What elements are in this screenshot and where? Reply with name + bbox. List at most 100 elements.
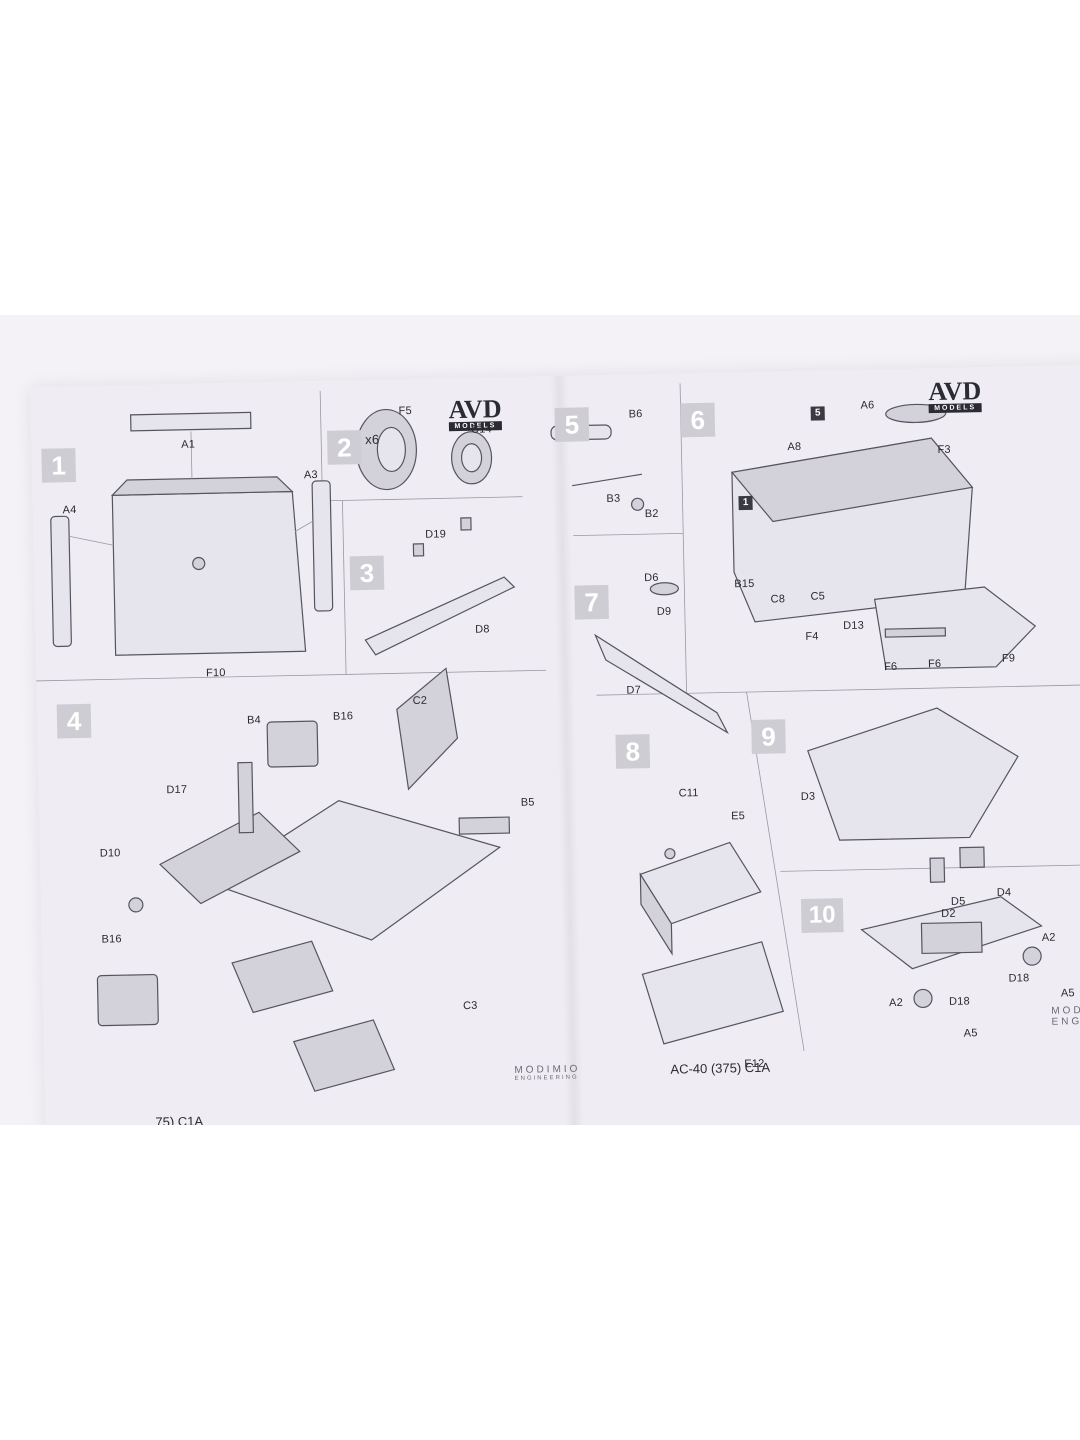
label-b15: B15 <box>734 577 755 591</box>
label-d4: D4 <box>996 886 1012 899</box>
label-f9: F9 <box>1001 652 1016 665</box>
part-b4 <box>237 761 254 834</box>
part-d4 <box>959 846 985 869</box>
label-f3: F3 <box>937 443 951 457</box>
part-a3 <box>311 480 334 612</box>
label-d10: D10 <box>99 847 121 860</box>
label-a6: A6 <box>860 399 875 412</box>
step-number-5: 5 <box>554 407 590 443</box>
hub-center <box>460 443 483 473</box>
part-d18b <box>1022 946 1042 966</box>
label-d9: D9 <box>656 605 672 618</box>
label-c14: C14 <box>470 423 492 436</box>
label-c11: C11 <box>678 787 699 800</box>
model-code: AC-40 (375) C1A <box>670 1059 771 1077</box>
part-b16-seat <box>266 720 319 768</box>
part-d3 <box>807 707 1019 841</box>
part-interior-tray <box>231 940 334 1014</box>
label-f6-a: F6 <box>883 660 898 674</box>
label-a3: A3 <box>303 468 318 482</box>
step-number-6: 6 <box>680 402 716 438</box>
modimio-brand-partial: MODI ENGIN <box>1051 1004 1080 1028</box>
tire-rim <box>376 426 406 473</box>
step-number-4: 4 <box>56 703 92 739</box>
label-d6: D6 <box>644 571 659 585</box>
e5-side <box>639 872 673 956</box>
part-b16-seat-b <box>96 973 159 1027</box>
part-f10-frame <box>111 490 307 656</box>
part-a1 <box>129 411 252 432</box>
multiplier-label: x6 <box>365 431 380 447</box>
part-e12-tray <box>641 941 784 1045</box>
part-d5 <box>929 857 946 883</box>
label-e5: E5 <box>731 810 746 823</box>
part-b3 <box>572 473 643 487</box>
label-f4: F4 <box>805 630 819 643</box>
divider-line <box>573 532 684 537</box>
label-d18-right: D18 <box>1008 972 1030 985</box>
substep-ref-5: 5 <box>810 406 825 421</box>
part-d18 <box>913 988 933 1009</box>
substep-ref-1: 1 <box>738 495 753 511</box>
part-d10 <box>128 897 144 913</box>
part-a4 <box>50 515 72 648</box>
part-frame-top <box>110 476 294 496</box>
divider-line <box>342 500 347 675</box>
label-a2-right: A2 <box>1041 931 1056 944</box>
divider-line <box>322 496 523 502</box>
part-f9-hood <box>873 586 1037 670</box>
label-f5: F5 <box>398 405 412 418</box>
part-d7 <box>594 633 729 735</box>
label-b4: B4 <box>246 714 262 727</box>
label-c2: C2 <box>412 694 428 708</box>
cab-roof <box>730 437 974 523</box>
label-c5: C5 <box>810 590 826 603</box>
divider-line <box>36 669 547 682</box>
part-c3-floor <box>209 799 502 941</box>
part-d6 <box>649 582 679 596</box>
step-number-8: 8 <box>615 734 651 769</box>
label-b16-lower: B16 <box>101 933 122 946</box>
label-d17: D17 <box>166 783 188 797</box>
part-d19b <box>460 517 472 531</box>
step-number-3: 3 <box>349 555 385 591</box>
part-c11 <box>664 848 676 860</box>
label-d5: D5 <box>950 895 966 908</box>
label-a5-right: A5 <box>1060 987 1075 1000</box>
label-a1: A1 <box>181 438 196 451</box>
label-a5-left: A5 <box>963 1027 978 1040</box>
step-number-10: 10 <box>800 898 844 933</box>
label-b6: B6 <box>628 408 643 421</box>
label-a2-left: A2 <box>888 996 904 1010</box>
assembly-drawings <box>36 383 1080 1092</box>
label-b3: B3 <box>606 492 621 505</box>
label-d2: D2 <box>941 907 956 921</box>
label-a4: A4 <box>62 504 77 517</box>
step-number-2: 2 <box>326 430 362 465</box>
label-a8: A8 <box>787 440 802 454</box>
part-interior-panel <box>159 811 301 905</box>
label-f10: F10 <box>205 666 226 680</box>
label-f6-b: F6 <box>927 657 942 671</box>
part-b2 <box>630 497 645 511</box>
part-d8-bumper <box>364 576 516 656</box>
guide-line <box>69 535 114 546</box>
guide-line <box>190 431 193 479</box>
hood-light-bar <box>884 627 947 638</box>
label-b2: B2 <box>644 507 659 521</box>
label-d19: D19 <box>425 528 447 541</box>
guide-line <box>294 520 314 532</box>
part-interior-tray-b <box>292 1019 396 1092</box>
part-d19 <box>412 543 425 557</box>
label-b5: B5 <box>520 796 535 809</box>
label-d18-left: D18 <box>948 995 970 1008</box>
step-number-1: 1 <box>41 448 77 483</box>
label-d7: D7 <box>626 684 642 697</box>
model-code-cut: 75) C1A <box>155 1113 204 1125</box>
part-b5 <box>458 816 511 835</box>
label-b16: B16 <box>332 710 354 723</box>
